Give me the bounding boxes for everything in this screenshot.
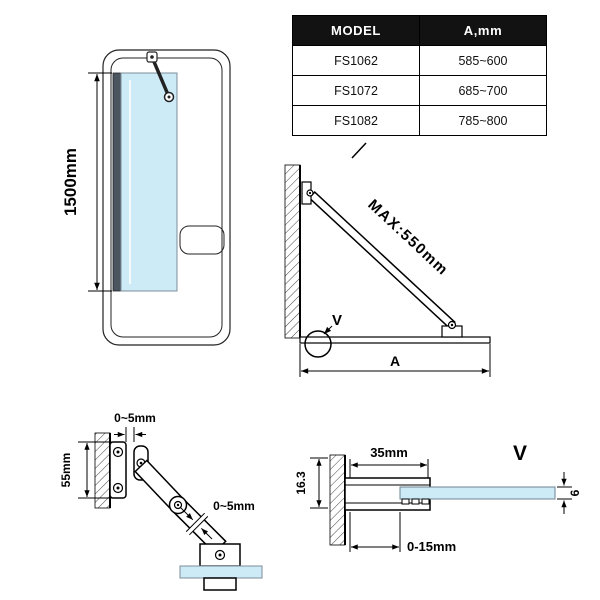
model-cell: FS1072 <box>292 75 420 106</box>
gap-bottom-label: 0~5mm <box>213 499 255 513</box>
a-value-cell: 585~600 <box>419 45 547 76</box>
wall-section <box>284 164 301 339</box>
model-table: MODEL A,mm FS1062 585~600 FS1072 685~700… <box>292 15 547 136</box>
detail-callout <box>304 325 333 358</box>
section-detail-drawing: V 16.3 35mm <box>294 442 582 554</box>
glass-plan <box>299 336 491 344</box>
profile-width-label: 35mm <box>370 445 408 460</box>
adjust-range-dimension <box>349 512 401 552</box>
glass-thickness-dimension <box>557 472 572 514</box>
a-value-cell: 785~800 <box>419 105 547 136</box>
wall-section <box>94 432 111 509</box>
glass-clamp <box>179 543 263 591</box>
gap-bottom-dimension <box>179 506 213 540</box>
glass-section <box>399 486 556 500</box>
hinge-detail-drawing: 55mm 0~5mm <box>59 411 263 591</box>
wall-section <box>329 454 346 546</box>
table-header-model: MODEL <box>292 15 420 46</box>
glass-panel <box>112 72 178 292</box>
adjust-range-label: 0-15mm <box>407 539 456 554</box>
support-bar-plan <box>301 181 463 338</box>
bathtub-outline <box>102 49 231 346</box>
detail-v-label: V <box>332 312 342 329</box>
offset-dimension <box>310 457 328 509</box>
height-dimension <box>88 72 112 292</box>
a-value-cell: 685~700 <box>419 75 547 106</box>
clamp-teeth <box>401 498 430 505</box>
gap-top-label: 0~5mm <box>114 411 156 425</box>
support-bar-front <box>146 51 175 103</box>
width-dimension <box>299 344 491 377</box>
table-row: FS1072 685~700 <box>292 75 547 106</box>
model-cell: FS1062 <box>292 45 420 76</box>
section-title-v: V <box>513 442 527 465</box>
gap-top-dimension <box>114 427 146 442</box>
max-length-label: MAX:550mm <box>364 196 451 279</box>
front-view-drawing: 1500mm <box>61 49 231 346</box>
profile-width-dimension <box>349 459 429 480</box>
offset-label: 16.3 <box>294 471 308 495</box>
table-header-row: MODEL A,mm <box>292 15 547 46</box>
top-view-drawing: MAX:550mm V A <box>284 142 491 377</box>
wall-depth-dimension <box>78 441 114 499</box>
width-a-label: A <box>390 353 400 369</box>
front-height-label: 1500mm <box>61 148 80 216</box>
table-header-a: A,mm <box>419 15 547 46</box>
table-leader-line <box>351 142 367 159</box>
glass-thickness-label: 6 <box>568 489 582 496</box>
wall-depth-label: 55mm <box>59 453 73 488</box>
model-cell: FS1082 <box>292 105 420 136</box>
table-row: FS1082 785~800 <box>292 105 547 136</box>
table-row: FS1062 585~600 <box>292 45 547 76</box>
